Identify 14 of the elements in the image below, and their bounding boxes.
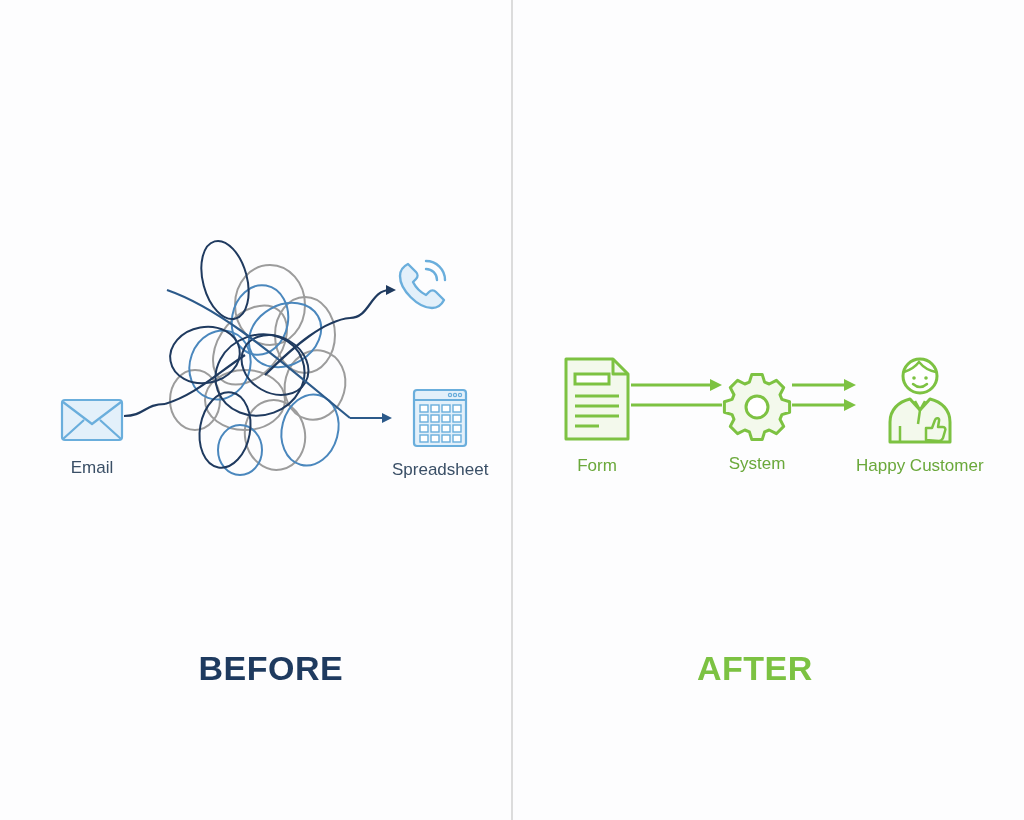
connector-line [123, 402, 166, 418]
node-label: Form [577, 456, 617, 476]
node-label: Spreadsheet [392, 460, 489, 480]
panel-heading: BEFORE [198, 649, 344, 687]
arrow [792, 399, 856, 411]
node-label: Happy Customer [856, 456, 984, 476]
node-label: System [728, 454, 786, 474]
arrow [792, 379, 856, 391]
panel-heading: AFTER [697, 649, 813, 687]
arrow [631, 379, 722, 391]
node-label: Email [70, 458, 114, 478]
arrow [349, 285, 396, 320]
connector-line [631, 403, 722, 407]
arrow [350, 413, 392, 423]
